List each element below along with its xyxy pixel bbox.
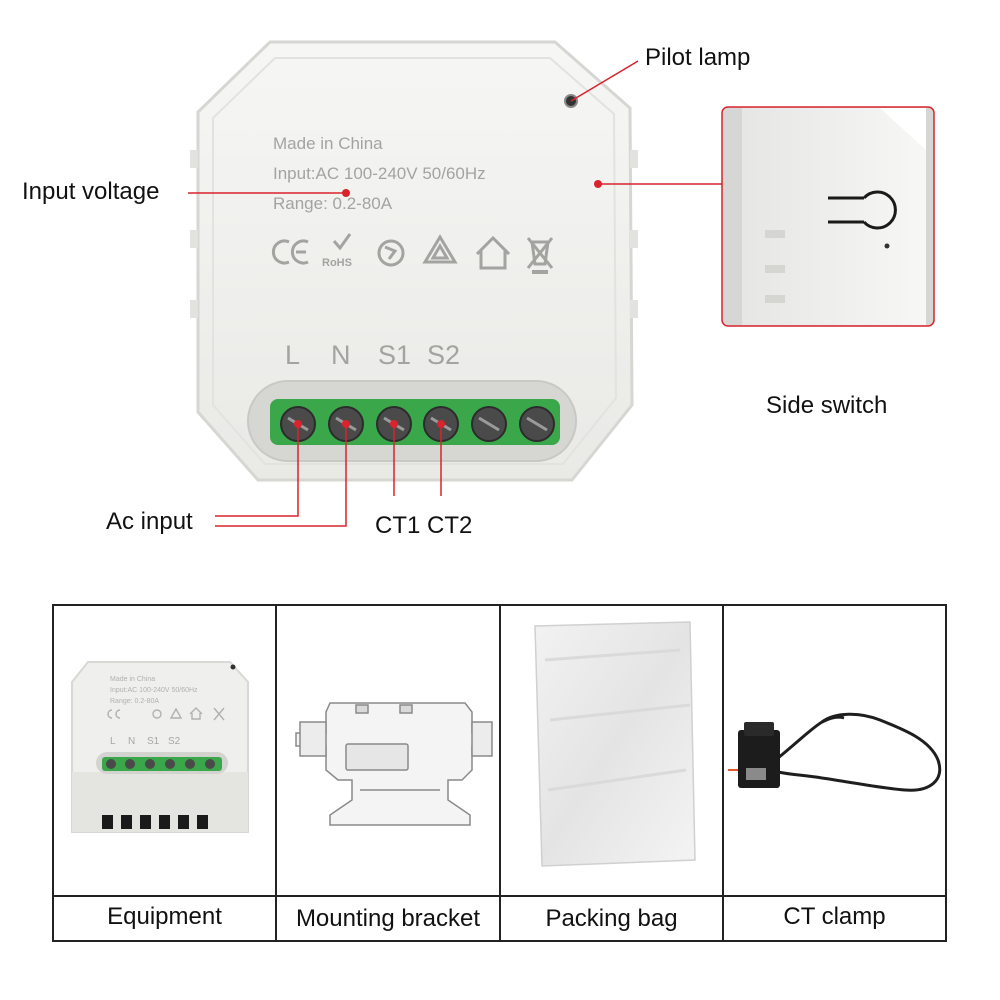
side-switch-housing-ribs xyxy=(765,230,785,303)
device-body xyxy=(196,40,634,482)
caption-ct-clamp: CT clamp xyxy=(783,903,886,930)
terminal-label-l: L xyxy=(285,340,300,370)
equipment-label-made-in-china: Made in China xyxy=(110,676,155,683)
equipment-terminal-n: N xyxy=(128,736,135,747)
package-contents-table xyxy=(52,604,947,942)
ce-mark-icon xyxy=(271,239,309,265)
terminal-label-s2: S2 xyxy=(427,340,460,370)
equipment-label-input-rating: Input:AC 100-240V 50/60Hz xyxy=(110,687,198,694)
recycle-triangle-icon xyxy=(422,234,458,264)
caption-equipment: Equipment xyxy=(107,903,222,930)
mounting-bracket-photo xyxy=(295,702,493,826)
packing-bag-photo xyxy=(534,621,696,867)
rohs-icon: RoHS xyxy=(322,233,352,269)
callout-ac-input: Ac input xyxy=(106,508,193,535)
smart-meter-device: Made in China Input:AC 100-240V 50/60Hz … xyxy=(190,40,638,482)
weee-bin-icon xyxy=(526,237,554,274)
side-switch-inset xyxy=(721,106,935,327)
callout-pilot-lamp: Pilot lamp xyxy=(645,44,751,71)
caption-packing-bag: Packing bag xyxy=(545,905,678,932)
terminal-label-s1: S1 xyxy=(378,340,411,370)
equipment-terminal-s2: S2 xyxy=(168,736,181,747)
side-switch-housing-top-bevel xyxy=(742,108,926,150)
callout-line-pilot-lamp xyxy=(570,60,639,102)
callout-ct1-ct2: CT1 CT2 xyxy=(375,512,473,539)
side-switch-housing xyxy=(742,108,926,325)
device-side-notches xyxy=(190,150,638,318)
callout-side-switch: Side switch xyxy=(766,392,888,419)
label-range: Range: 0.2-80A xyxy=(273,194,393,213)
ct-clamp-photo xyxy=(728,712,942,792)
recycle-icon xyxy=(377,239,405,267)
equipment-label-range: Range: 0.2-80A xyxy=(110,698,159,705)
callout-input-voltage: Input voltage xyxy=(22,178,160,205)
equipment-cert-icons xyxy=(107,707,225,721)
label-input-rating: Input:AC 100-240V 50/60Hz xyxy=(273,164,486,183)
indoor-use-icon xyxy=(475,235,511,270)
ct-clamp-cable xyxy=(777,712,942,792)
callout-lines xyxy=(188,60,722,527)
package-contents-column-dividers xyxy=(275,605,724,941)
terminal-label-n: N xyxy=(331,340,351,370)
side-switch-indicator-dot xyxy=(884,243,890,249)
equipment-terminal-l: L xyxy=(110,736,116,747)
callout-line-ac-input xyxy=(215,424,347,527)
equipment-photo: Made in China Input:AC 100-240V 50/60Hz … xyxy=(71,661,249,833)
equipment-terminal-s1: S1 xyxy=(147,736,160,747)
certification-icons: RoHS xyxy=(271,233,554,274)
device-face-bevel xyxy=(212,57,618,465)
rohs-text: RoHS xyxy=(322,257,352,269)
side-switch-button-icon xyxy=(828,190,897,230)
label-made-in-china: Made in China xyxy=(273,134,383,153)
caption-mounting-bracket: Mounting bracket xyxy=(295,905,481,932)
callout-endpoints xyxy=(294,180,602,428)
